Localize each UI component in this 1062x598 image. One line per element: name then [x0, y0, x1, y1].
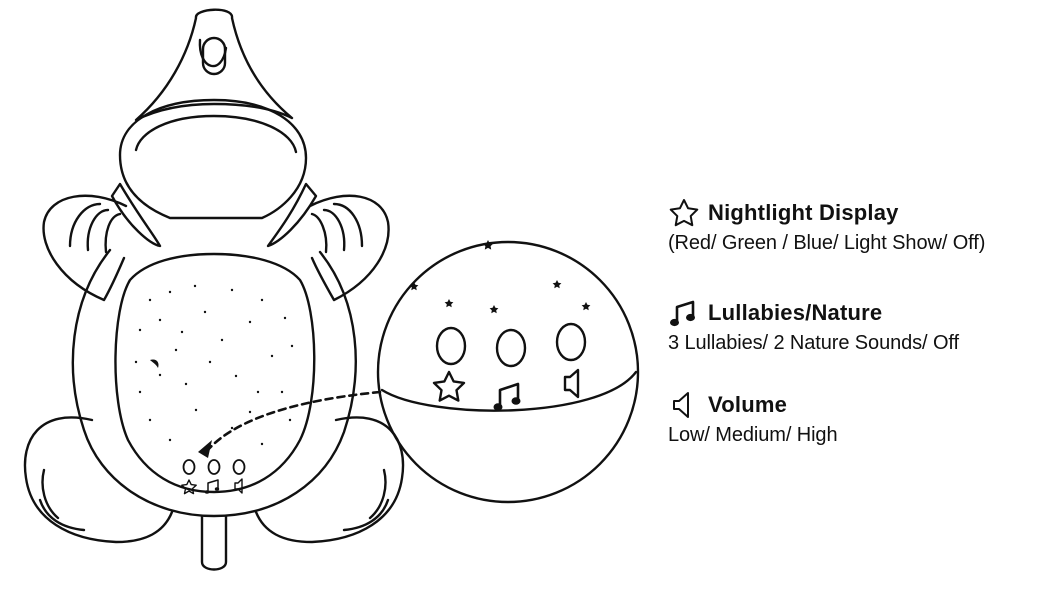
legend-title-nightlight: Nightlight Display [708, 200, 899, 225]
elephant-nightlight-illustration [23, 8, 640, 571]
belly-control-buttons [181, 459, 246, 495]
belly-texture [134, 284, 294, 446]
legend-desc-lullabies: 3 Lullabies/ 2 Nature Sounds/ Off [668, 332, 959, 354]
music-note-icon [670, 300, 695, 327]
control-panel-magnified [376, 240, 640, 504]
star-icon [669, 199, 699, 227]
legend-desc-volume: Low/ Medium/ High [668, 424, 838, 446]
legend-item-nightlight: Nightlight Display (Red/ Green / Blue/ L… [668, 196, 1060, 255]
legend-item-volume: Volume Low/ Medium/ High [668, 388, 1060, 447]
moon-icon [150, 359, 159, 368]
arrow-head [198, 440, 212, 458]
elephant-outline [23, 8, 405, 571]
legend-title-lullabies: Lullabies/Nature [708, 300, 883, 325]
legend-desc-nightlight: (Red/ Green / Blue/ Light Show/ Off) [668, 232, 986, 254]
legend-title-volume: Volume [708, 392, 788, 417]
speaker-icon [673, 392, 689, 418]
legend-item-lullabies: Lullabies/Nature 3 Lullabies/ 2 Nature S… [668, 296, 1060, 355]
callout-arrow [204, 390, 382, 454]
